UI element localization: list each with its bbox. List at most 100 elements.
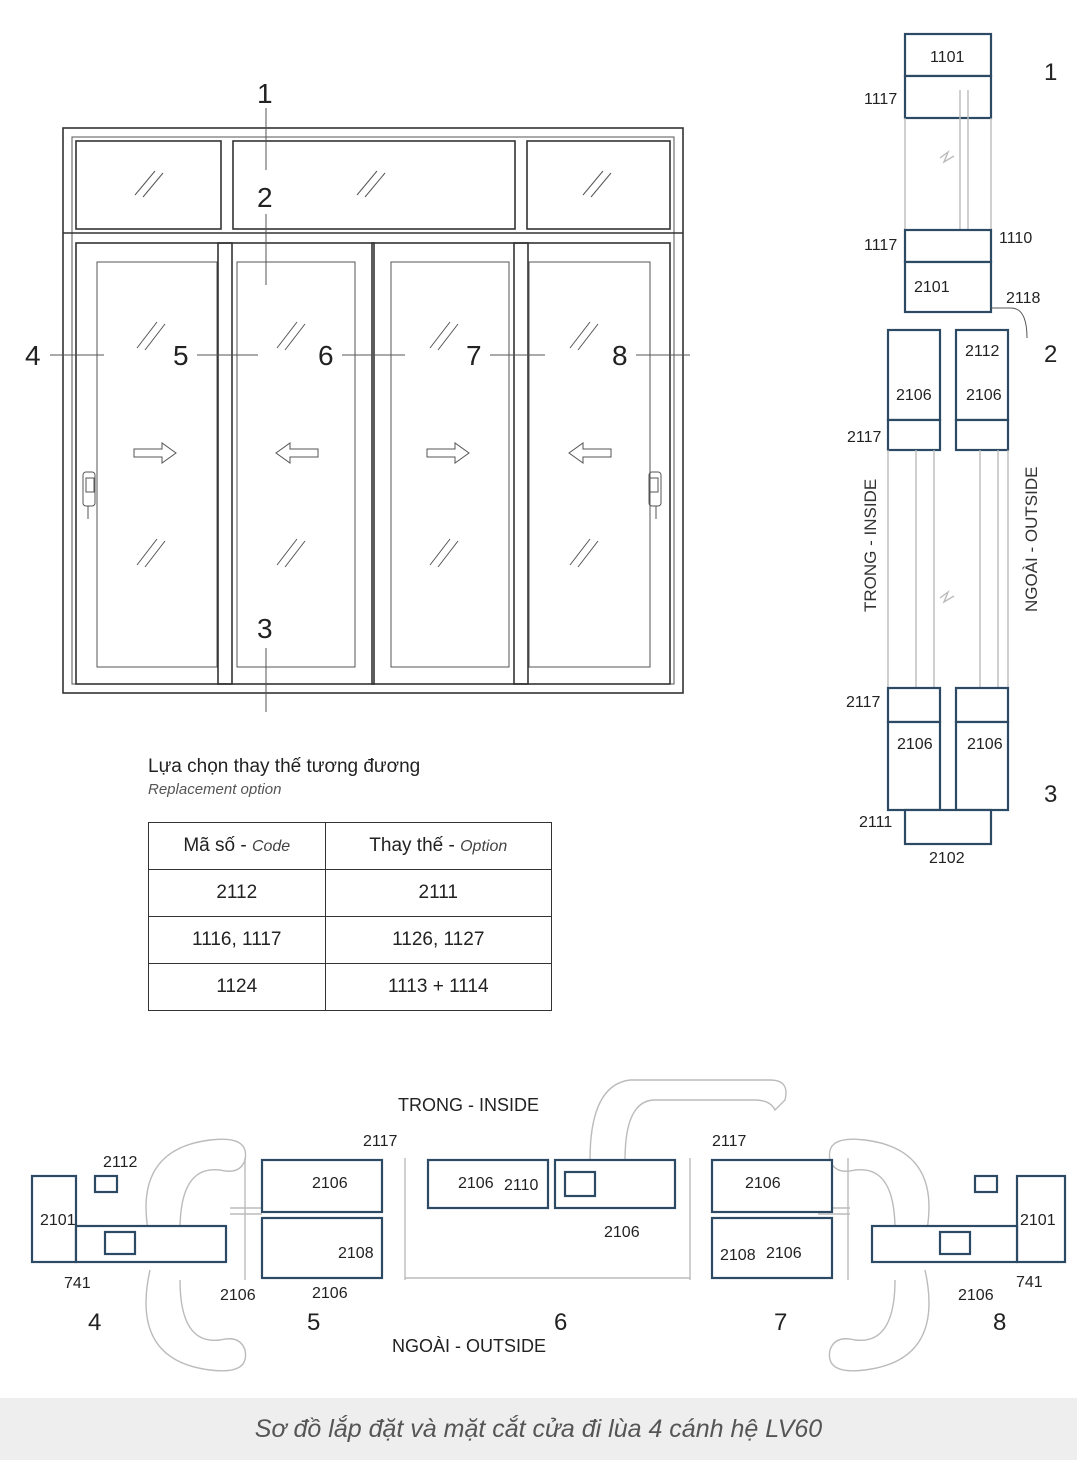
bead-top-left bbox=[886, 418, 942, 452]
code-2101: 2101 bbox=[914, 279, 950, 296]
horizontal-section-drawing: TRONG - INSIDE NGOÀI - OUTSIDE 2112 2101… bbox=[30, 1079, 1067, 1372]
sash-4 bbox=[75, 242, 233, 685]
lock-body-left bbox=[103, 1230, 137, 1256]
code-1117: 1117 bbox=[864, 91, 897, 108]
sash-5-top-profile bbox=[260, 1158, 384, 1214]
h-panel-number-4: 4 bbox=[88, 1309, 101, 1336]
profile-2101-right bbox=[1015, 1174, 1067, 1264]
handle-left-bottom-icon bbox=[145, 1269, 247, 1372]
vertical-marker-1: 1 bbox=[1044, 59, 1057, 86]
replacement-subtitle: Replacement option bbox=[148, 781, 282, 798]
vertical-section-drawing: 1101 1117 1117 1110 2101 2118 2112 2106 … bbox=[846, 32, 1057, 867]
sash-5 bbox=[217, 242, 375, 685]
label-outside-horizontal: NGOÀI - OUTSIDE bbox=[392, 1336, 546, 1356]
bead-bottom-left bbox=[886, 686, 942, 724]
handle-left-icon bbox=[82, 471, 96, 519]
bead-bottom-right bbox=[954, 686, 1010, 724]
code-2117: 2117 bbox=[846, 694, 881, 711]
table-row: 1124 1113 + 1114 bbox=[148, 963, 553, 1011]
sash-5-glass bbox=[236, 261, 356, 668]
cell-code: 1116, 1117 bbox=[148, 916, 326, 964]
arrow-left-icon bbox=[275, 442, 319, 464]
sash-6-profile bbox=[426, 1158, 550, 1210]
code-2117: 2117 bbox=[363, 1133, 398, 1150]
replacement-heading: Lựa chọn thay thế tương đương Replacemen… bbox=[148, 756, 568, 798]
header-option: Thay thế - Option bbox=[324, 822, 553, 870]
code-2111: 2111 bbox=[859, 814, 892, 831]
bead-top-right bbox=[954, 418, 1010, 452]
glass-hatching bbox=[134, 170, 612, 568]
arrow-right-icon bbox=[133, 442, 177, 464]
sash-4-profile bbox=[74, 1224, 228, 1264]
code-741: 741 bbox=[1016, 1274, 1043, 1291]
profile-2112-right bbox=[973, 1174, 999, 1194]
profile-1110 bbox=[903, 228, 993, 264]
sash-6 bbox=[371, 242, 529, 685]
vertical-marker-2: 2 bbox=[1044, 341, 1057, 368]
handle-right-bottom-icon bbox=[828, 1269, 930, 1372]
code-2106: 2106 bbox=[312, 1285, 348, 1302]
handle-right-icon bbox=[648, 471, 662, 519]
panel-number-4: 4 bbox=[25, 340, 41, 371]
code-2106: 2106 bbox=[312, 1175, 348, 1192]
code-1117: 1117 bbox=[864, 237, 897, 254]
profile-2101-left bbox=[30, 1174, 78, 1264]
panel-number-7: 7 bbox=[466, 340, 482, 371]
replacement-table: Mã số - Code Thay thế - Option 2112 2111… bbox=[148, 822, 553, 1011]
transom-right bbox=[526, 140, 671, 230]
handle-center-icon bbox=[589, 1079, 787, 1161]
label-outside-vertical: NGOÀI - OUTSIDE bbox=[1022, 467, 1041, 612]
h-panel-number-7: 7 bbox=[774, 1309, 787, 1336]
panel-number-6: 6 bbox=[318, 340, 334, 371]
code-1110: 1110 bbox=[999, 230, 1032, 247]
code-2106: 2106 bbox=[766, 1245, 802, 1262]
profile-1117-top bbox=[903, 74, 993, 120]
sash-7 bbox=[513, 242, 671, 685]
lock-body-center bbox=[563, 1170, 597, 1198]
code-2106: 2106 bbox=[220, 1287, 256, 1304]
profile-2118 bbox=[991, 307, 1028, 339]
lock-body-right bbox=[938, 1230, 972, 1256]
code-2112: 2112 bbox=[103, 1154, 138, 1171]
cell-code: 1124 bbox=[148, 963, 326, 1011]
sash-5-bottom-profile bbox=[260, 1216, 384, 1280]
code-2117: 2117 bbox=[712, 1133, 747, 1150]
h-panel-number-8: 8 bbox=[993, 1309, 1006, 1336]
vertical-marker-3: 3 bbox=[1044, 781, 1057, 808]
code-2110: 2110 bbox=[504, 1177, 539, 1194]
caption-text: Sơ đồ lắp đặt và mặt cắt cửa đi lùa 4 cá… bbox=[254, 1414, 823, 1443]
code-2106: 2106 bbox=[897, 736, 933, 753]
header-code: Mã số - Code bbox=[148, 822, 326, 870]
code-2101: 2101 bbox=[40, 1212, 76, 1229]
sash-top-right bbox=[954, 328, 1010, 422]
arrow-left-icon bbox=[568, 442, 612, 464]
code-2108: 2108 bbox=[338, 1245, 374, 1262]
figure-caption: Sơ đồ lắp đặt và mặt cắt cửa đi lùa 4 cá… bbox=[0, 1398, 1077, 1460]
sash-6-glass bbox=[390, 261, 510, 668]
sash-6b-profile bbox=[553, 1158, 677, 1210]
cell-option: 1113 + 1114 bbox=[324, 963, 553, 1011]
code-2118: 2118 bbox=[1006, 290, 1041, 307]
cell-option: 1126, 1127 bbox=[324, 916, 553, 964]
code-2106: 2106 bbox=[896, 387, 932, 404]
replacement-title: Lựa chọn thay thế tương đương bbox=[148, 756, 421, 777]
sash-7-bottom-profile bbox=[710, 1216, 834, 1280]
transom-left bbox=[75, 140, 222, 230]
door-elevation-drawing: 1 2 3 4 5 6 7 8 bbox=[25, 78, 690, 712]
handle-left-top-icon bbox=[145, 1138, 247, 1241]
table-header-row: Mã số - Code Thay thế - Option bbox=[148, 822, 553, 870]
profile-2101 bbox=[903, 260, 993, 314]
sash-7-top-profile bbox=[710, 1158, 834, 1214]
marker-2: 2 bbox=[257, 182, 273, 213]
panel-number-8: 8 bbox=[612, 340, 628, 371]
code-2106: 2106 bbox=[966, 387, 1002, 404]
profile-2102 bbox=[903, 808, 993, 846]
label-inside-horizontal: TRONG - INSIDE bbox=[398, 1095, 539, 1115]
h-panel-number-6: 6 bbox=[554, 1309, 567, 1336]
handle-right-top-icon bbox=[828, 1138, 930, 1241]
code-2101: 2101 bbox=[1020, 1212, 1056, 1229]
outer-frame bbox=[62, 127, 684, 694]
sash-4-glass bbox=[96, 261, 218, 668]
code-2117: 2117 bbox=[847, 429, 882, 446]
table-row: 1116, 1117 1126, 1127 bbox=[148, 916, 553, 964]
